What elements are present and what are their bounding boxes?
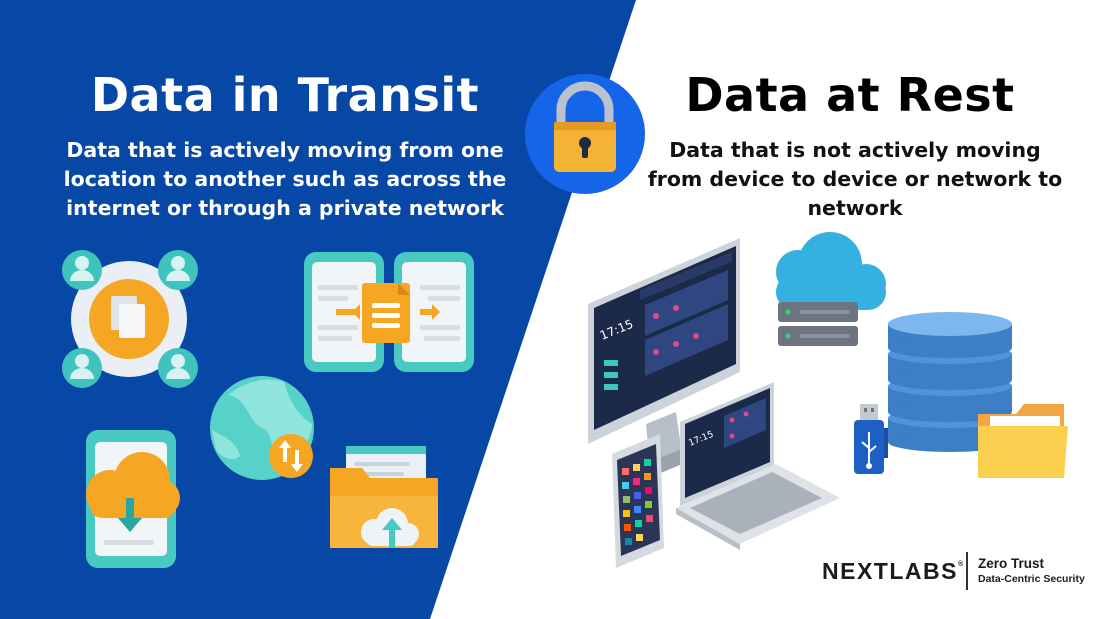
cloud-server-icon [776,232,886,346]
brand-divider [966,552,968,590]
right-title: Data at Rest [685,68,1015,122]
smartphone-icon [612,434,664,568]
logo-registered-mark: ® [957,561,964,568]
left-title: Data in Transit [90,68,480,122]
cloud-download-phone-icon [86,430,180,568]
logo-text: NEXTLABS [822,558,958,584]
padlock-icon [525,74,645,194]
laptop-icon: 17:15 [676,382,840,550]
brand-tagline-secondary: Data-Centric Security [978,573,1085,585]
usb-drive-icon [854,404,888,474]
globe-exchange-icon [210,376,314,480]
people-network-icon [62,250,198,388]
right-description: Data that is not actively moving from de… [647,138,1063,220]
folder-cloud-upload-icon [330,446,438,548]
left-description: Data that is actively moving from one lo… [63,138,507,220]
document-transfer-icon [304,252,474,372]
database-icon [888,312,1012,452]
folder-icon [978,404,1068,478]
brand-tagline-primary: Zero Trust [978,556,1045,571]
nextlabs-logo: NEXTLABS® [822,558,963,585]
